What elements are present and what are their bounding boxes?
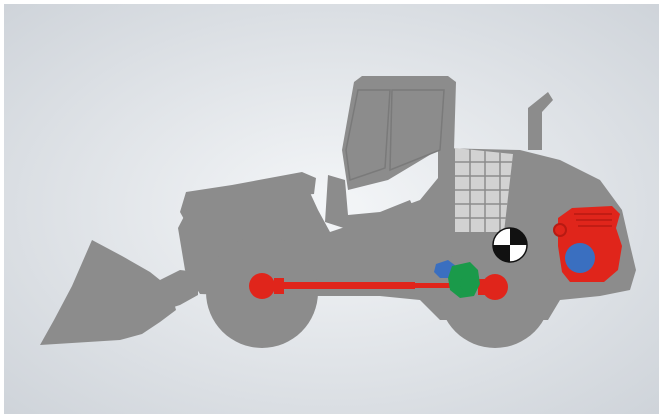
front-axle bbox=[249, 273, 275, 299]
engine-pulley bbox=[554, 224, 566, 236]
front-axle-flange bbox=[274, 278, 284, 294]
engine bbox=[554, 206, 622, 282]
engine-block bbox=[558, 206, 622, 282]
transmission-output bbox=[460, 276, 476, 292]
turbo-icon bbox=[565, 243, 595, 273]
center-of-gravity-icon bbox=[493, 228, 527, 262]
driveshaft bbox=[275, 282, 415, 289]
